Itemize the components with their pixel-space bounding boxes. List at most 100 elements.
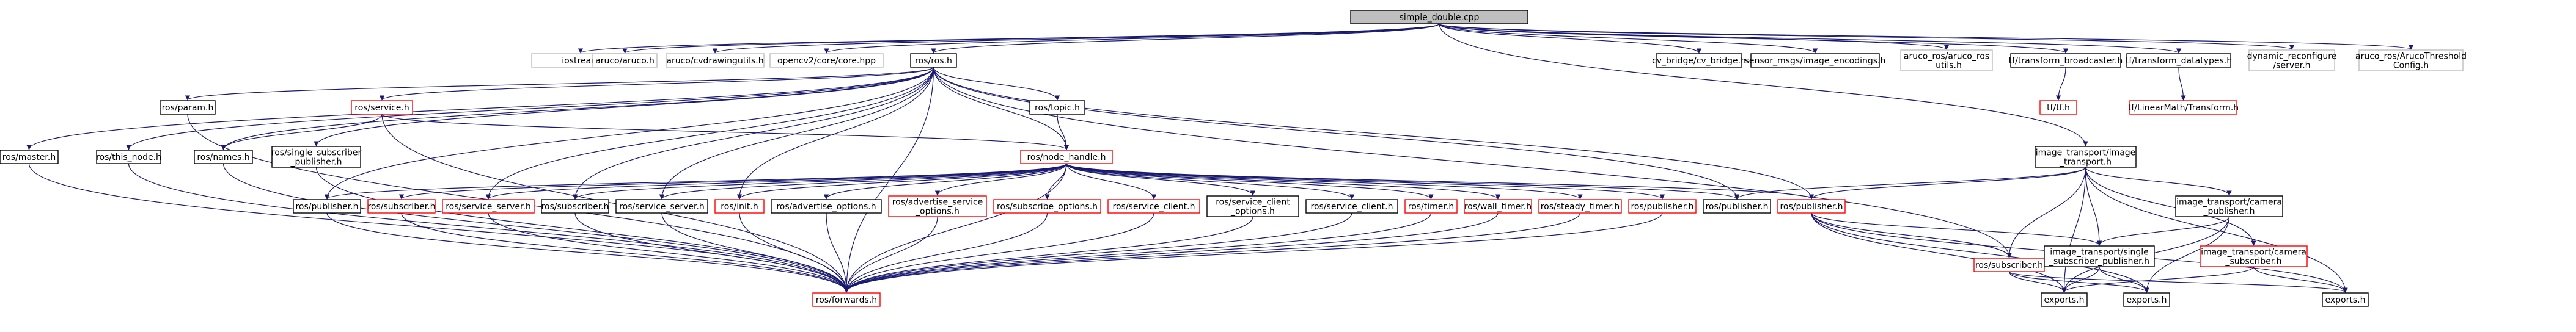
node-opencv-core[interactable]: opencv2/core/core.hpp (769, 53, 884, 68)
node-nh-service-client-r[interactable]: ros/service_client.h (1107, 199, 1200, 214)
edge-it_image_transport-to-it_camera_subscriber (2085, 167, 2256, 246)
edge-nh_subscribe_options-to-ros_forwards (843, 212, 1048, 293)
node-exports-2[interactable]: exports.h (2123, 292, 2170, 307)
node-nh-service-server-r[interactable]: ros/service_server.h (442, 199, 535, 214)
node-cvdrawingutils[interactable]: aruco/cvdrawingutils.h (666, 53, 765, 68)
edge-line (2085, 167, 2256, 246)
node-root[interactable]: simple_double.cpp (1350, 10, 1528, 24)
node-nh-publisher-r[interactable]: ros/publisher.h (1628, 199, 1697, 214)
node-nh-service-client-b[interactable]: ros/service_client.h (1305, 199, 1398, 214)
node-nh-advertise-options[interactable]: ros/advertise_options.h (771, 199, 882, 214)
node-nh-service-server-b[interactable]: ros/service_server.h (615, 199, 708, 214)
node-label: aruco/cvdrawingutils.h (666, 56, 763, 66)
node-it-camera-subscriber[interactable]: image_transport/camera_subscriber.h (2200, 245, 2308, 267)
edge-tf_datatypes-to-tf_lm_transform (2178, 67, 2186, 101)
node-nh-service-client-options[interactable]: ros/service_client_options.h (1206, 195, 1299, 217)
node-label: tf/transform_datatypes.h (2126, 56, 2232, 66)
node-ros-node-handle[interactable]: ros/node_handle.h (1020, 150, 1113, 164)
node-label: sensor_msgs/image_encodings.h (1745, 56, 1886, 66)
edge-line (128, 163, 849, 293)
node-it-camera-publisher[interactable]: image_transport/camera_publisher.h (2175, 195, 2283, 217)
node-label: ros/publisher.h (295, 202, 358, 212)
node-ros-param[interactable]: ros/param.h (160, 100, 216, 115)
node-box (888, 195, 987, 217)
node-ros-topic[interactable]: ros/topic.h (1029, 100, 1085, 115)
node-aruco-h[interactable]: aruco/aruco.h (592, 53, 658, 68)
edge-line (933, 67, 1740, 200)
edge-line (578, 23, 1440, 54)
node-nh-publisher-b1[interactable]: ros/publisher.h (293, 199, 361, 214)
edge-ros_subscriber_r2-to-exports_3 (2008, 271, 2348, 293)
edge-line (1811, 212, 2102, 246)
node-ros-publisher-b2[interactable]: ros/publisher.h (1703, 199, 1771, 214)
node-label: ros/wall_timer.h (1464, 202, 1532, 212)
node-nh-subscriber-b[interactable]: ros/subscriber.h (541, 199, 609, 214)
node-nh-steady-timer[interactable]: ros/steady_timer.h (1538, 199, 1622, 214)
node-ros-master[interactable]: ros/master.h (0, 150, 59, 164)
node-ros-single-sub-pub[interactable]: ros/single_subscriber_publisher.h (271, 146, 362, 168)
node-ros-service[interactable]: ros/service.h (351, 100, 413, 115)
node-label: ros/advertise_service (892, 198, 983, 208)
node-ros-names[interactable]: ros/names.h (194, 150, 253, 164)
node-box (2358, 49, 2464, 71)
edge-line (933, 67, 1815, 200)
node-label: _options.h (1230, 207, 1275, 217)
node-label: ros/names.h (197, 153, 249, 162)
edge-line (1439, 23, 2294, 50)
node-nh-init[interactable]: ros/init.h (714, 199, 765, 214)
node-tf-lm-transform[interactable]: tf/LinearMath/Transform.h (2128, 100, 2239, 115)
edge-nh_wall_timer-to-ros_forwards (843, 212, 1499, 293)
node-ros-this-node[interactable]: ros/this_node.h (96, 150, 161, 164)
edge-line (2253, 266, 2348, 293)
node-label: _publisher.h (290, 157, 342, 167)
node-it-image-transport[interactable]: image_transport/image_transport.h (2035, 146, 2137, 168)
node-label: _transport.h (2059, 157, 2112, 167)
node-box (1107, 199, 1200, 214)
edge-root-to-cv_bridge (1439, 23, 1702, 54)
node-exports-3[interactable]: exports.h (2322, 292, 2369, 307)
node-box (993, 199, 1101, 214)
edge-line (739, 212, 849, 293)
node-nh-wall-timer[interactable]: ros/wall_timer.h (1464, 199, 1532, 214)
node-exports-1[interactable]: exports.h (2041, 292, 2088, 307)
node-label: ros/subscriber.h (541, 202, 609, 212)
node-box (1206, 195, 1299, 217)
edge-line (2085, 167, 2348, 293)
edge-line (933, 67, 1060, 101)
edge-line (381, 114, 1069, 150)
node-nh-timer[interactable]: ros/timer.h (1404, 199, 1458, 214)
node-sensor-msgs[interactable]: sensor_msgs/image_encodings.h (1745, 53, 1886, 68)
node-nh-advertise-service-options[interactable]: ros/advertise_service_options.h (888, 195, 987, 217)
node-it-publisher[interactable]: ros/publisher.h (1777, 199, 1846, 214)
node-box (2248, 49, 2335, 71)
node-label: aruco/aruco.h (595, 56, 655, 66)
edge-it_image_transport-to-ros_subscriber_r2 (2006, 167, 2086, 258)
node-cv-bridge[interactable]: cv_bridge/cv_bridge.h (1652, 53, 1746, 68)
node-dyn-reconf[interactable]: dynamic_reconfigure/server.h (2247, 49, 2337, 71)
node-box (271, 146, 361, 168)
node-label: ros/service.h (354, 103, 409, 113)
edge-ros_service-to-ros_names (221, 114, 383, 150)
node-ros-h[interactable]: ros/ros.h (910, 53, 957, 68)
node-ros-forwards[interactable]: ros/forwards.h (812, 292, 881, 307)
node-nh-subscribe-options[interactable]: ros/subscribe_options.h (993, 199, 1101, 214)
edge-line (1439, 23, 2088, 146)
node-tf-broadcaster[interactable]: tf/transform_broadcaster.h (2009, 53, 2123, 68)
node-aruco-ros-utils[interactable]: aruco_ros/aruco_ros_utils.h (1900, 49, 1993, 71)
edge-line (574, 212, 849, 293)
node-box (1703, 199, 1771, 214)
edge-ros_subscriber_r2-to-exports_2 (2008, 271, 2149, 293)
node-label: ros/service_server.h (619, 202, 705, 212)
node-label: _subscriber_publisher.h (2049, 257, 2149, 267)
node-tf-h[interactable]: tf/tf.h (2039, 100, 2077, 115)
edge-root-to-iostream (578, 23, 1440, 54)
node-nh-subscriber-r1[interactable]: ros/subscriber.h (367, 199, 436, 214)
node-ros-subscriber-r2[interactable]: ros/subscriber.h (1973, 258, 2045, 272)
edge-line (659, 163, 1067, 200)
node-box (615, 199, 708, 214)
edge-line (185, 67, 934, 101)
edge-ros_h-to-ros_master (26, 67, 934, 150)
node-it-single-sub-pub[interactable]: image_transport/single_subscriber_publis… (2044, 245, 2155, 267)
node-tf-datatypes[interactable]: tf/transform_datatypes.h (2126, 53, 2232, 68)
